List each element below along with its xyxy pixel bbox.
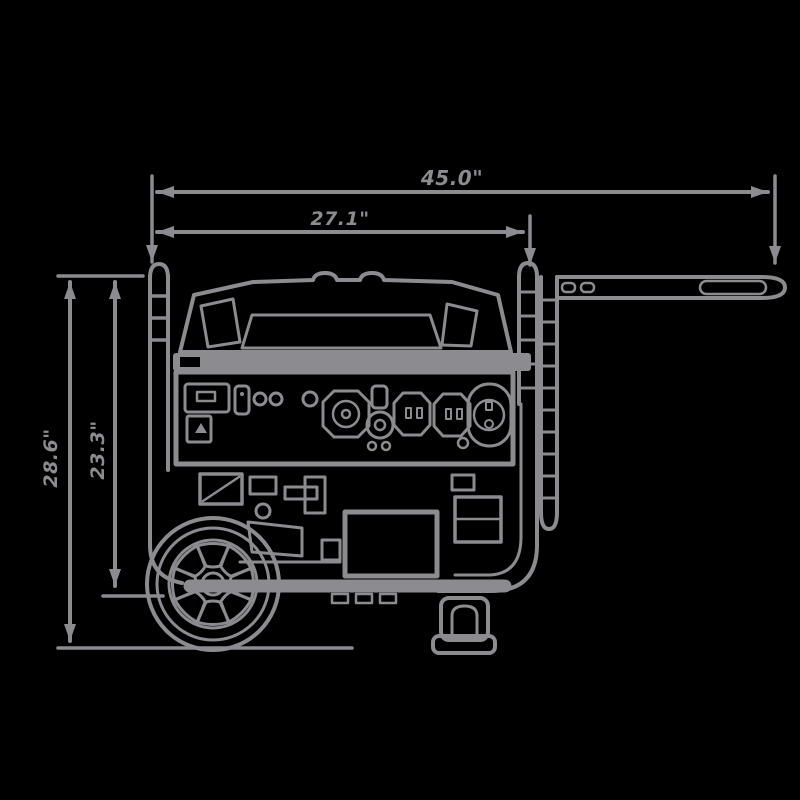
breaker-buttons <box>252 390 319 408</box>
wheel-rim <box>167 538 259 630</box>
frame-right-inner <box>453 402 523 577</box>
tank-left-recess <box>199 297 242 349</box>
left-rail <box>148 262 184 585</box>
duplex-outlet-1 <box>392 391 432 437</box>
muffler-box <box>342 509 440 579</box>
top-band <box>173 353 531 371</box>
dim-overall-height-label: 28.6" <box>40 428 62 487</box>
wheel-hub <box>200 571 226 597</box>
tire-inner <box>155 526 271 642</box>
generator-drawing <box>145 261 787 655</box>
dim-overall-length: 45.0" <box>155 166 770 198</box>
dim-body-length-label: 27.1" <box>310 208 369 230</box>
support-foot <box>431 596 497 655</box>
dimension-lines: 45.0" 27.1" 28.6" 23.3" <box>40 166 781 650</box>
handle-column <box>517 261 559 531</box>
extension-lines <box>56 174 781 650</box>
air-filter-box <box>198 472 244 506</box>
band-label-plate <box>178 355 202 369</box>
control-panel-frame <box>173 369 516 467</box>
meter-display <box>183 382 231 444</box>
frame-base <box>183 402 539 605</box>
warning-triangle-icon <box>195 423 207 433</box>
engine-switch-and-dial <box>365 384 395 452</box>
twistlock-outlet-oval <box>456 382 513 450</box>
dim-overall-height: 28.6" <box>40 280 76 643</box>
wheel <box>145 516 281 652</box>
handle-grip-slot <box>698 279 768 296</box>
engine-area <box>198 472 503 579</box>
rocker-switch <box>233 384 251 416</box>
dim-frame-height-label: 23.3" <box>87 420 109 479</box>
tank-right-recess <box>440 302 479 348</box>
tire-outer <box>145 516 281 652</box>
pull-handle <box>555 275 787 300</box>
control-panel <box>173 369 516 467</box>
twistlock-outlet-large <box>321 389 371 439</box>
dim-overall-length-label: 45.0" <box>420 166 483 190</box>
dim-frame-height: 23.3" <box>87 280 121 588</box>
dim-body-length: 27.1" <box>155 208 525 238</box>
tank-center-recess <box>240 313 443 350</box>
crankcase <box>246 520 304 558</box>
handle-track <box>539 275 559 531</box>
axle-cap <box>209 580 217 588</box>
duplex-outlet-2 <box>432 392 472 438</box>
fuel-tank <box>178 271 513 354</box>
